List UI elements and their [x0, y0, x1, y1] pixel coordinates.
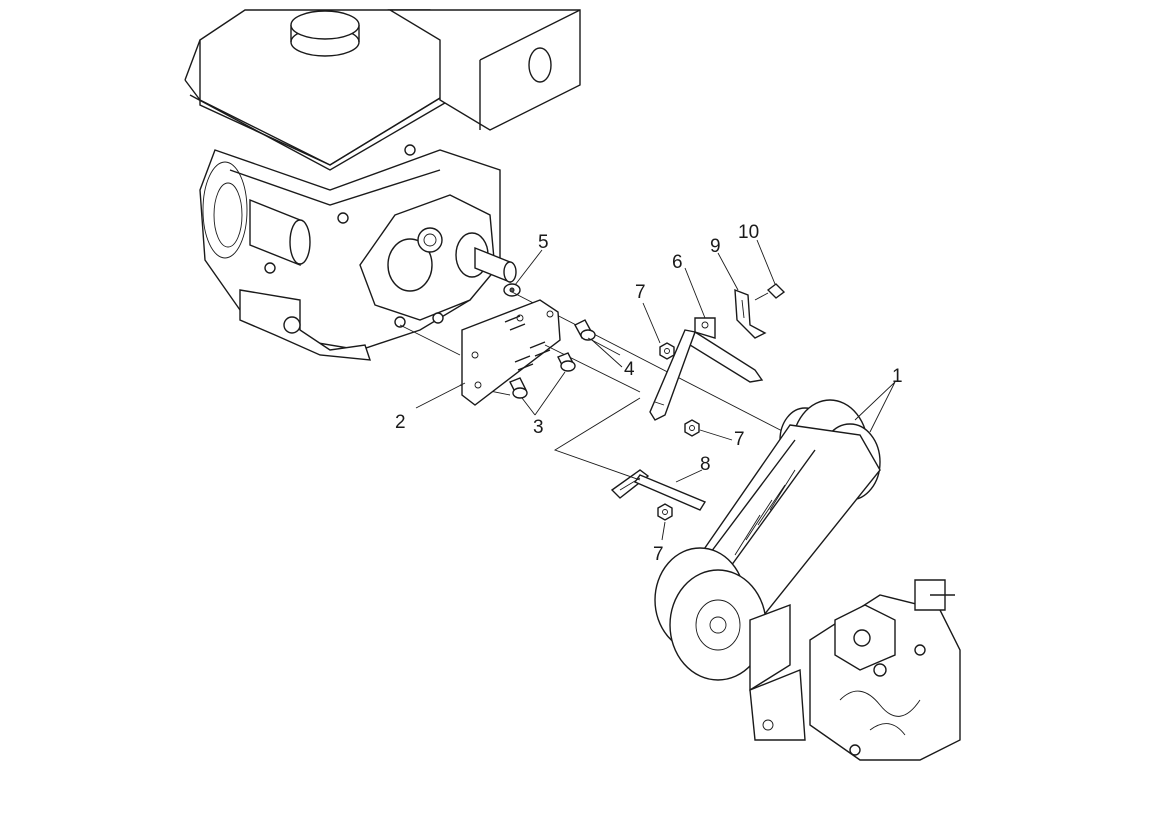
plate-studs: [504, 315, 641, 393]
callout-7c: 7: [653, 544, 664, 565]
bolt-item10: [754, 283, 786, 301]
callout-3: 3: [533, 417, 544, 438]
callout-6: 6: [672, 252, 683, 273]
callout-2: 2: [395, 412, 406, 433]
leader-lines: [415, 239, 896, 541]
v-belts: [654, 399, 881, 681]
callout-8: 8: [700, 454, 711, 475]
bolts-item3: [509, 352, 576, 399]
guide-lines: [553, 397, 641, 481]
callouts: 1 2 3 4 5 6 7 7 7 8 9 10: [395, 222, 903, 565]
callout-7b: 7: [734, 429, 745, 450]
callout-5: 5: [538, 232, 549, 253]
clamp-item9: [734, 288, 767, 339]
mounting-plate: [461, 299, 561, 406]
tensioner-item8: [610, 469, 707, 511]
transmission: [749, 579, 961, 761]
shaft-washer: [503, 283, 521, 297]
nuts-item7: [657, 342, 700, 521]
callout-4: 4: [624, 359, 635, 380]
bracket-item6: [649, 317, 764, 421]
bolt-item4: [574, 319, 621, 356]
callout-10: 10: [738, 222, 759, 243]
engine: [184, 9, 581, 361]
callout-1: 1: [892, 366, 903, 387]
callout-7a: 7: [635, 282, 646, 303]
callout-9: 9: [710, 236, 721, 257]
